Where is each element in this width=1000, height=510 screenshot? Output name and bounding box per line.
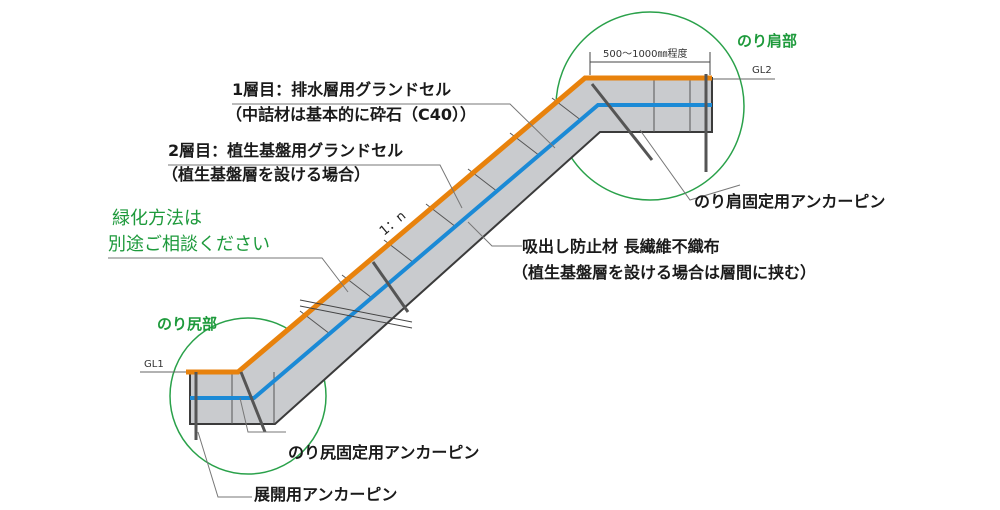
gl2-label: GL2 [752, 65, 772, 76]
shoulder-title: のり肩部 [737, 32, 797, 50]
slope-break-mark [299, 299, 413, 329]
toe-anchor-label: のり尻固定用アンカーピン [288, 443, 479, 462]
shoulder-anchor-label: のり肩固定用アンカーピン [694, 192, 885, 211]
width-dimension [589, 52, 711, 75]
layer2-label: 2層目：植生基盤用グランドセル [168, 141, 403, 160]
fabric-layer [190, 103, 712, 400]
shoulder-slope-anchor-pin [590, 83, 654, 161]
leader-lines [108, 103, 741, 498]
width-range-label: 500～1000㎜程度 [603, 47, 688, 60]
layer1-label: 1層目：排水層用グランドセル [232, 80, 451, 99]
mid-slope-anchor-pin [371, 261, 410, 313]
fabric-note: （植生基盤層を設ける場合は層間に挟む） [512, 263, 816, 282]
layer1-note: （中詰材は基本的に砕石（C40）） [226, 105, 476, 124]
toe-title: のり尻部 [157, 315, 217, 333]
deploy-anchor-label: 展開用アンカーピン [254, 485, 397, 504]
fabric-label: 吸出し防止材 長繊維不織布 [522, 237, 720, 256]
toe-detail-circle [169, 317, 327, 475]
greening-note-line1: 緑化方法は [112, 208, 202, 229]
anchor-pins [194, 74, 708, 440]
vegetation-top-layer [186, 75, 712, 375]
greening-note-line2: 別途ご相談ください [108, 234, 270, 255]
gl1-label: GL1 [144, 359, 164, 370]
toe-slope-anchor-pin [239, 371, 267, 433]
layer2-note: （植生基盤層を設ける場合） [162, 165, 370, 184]
